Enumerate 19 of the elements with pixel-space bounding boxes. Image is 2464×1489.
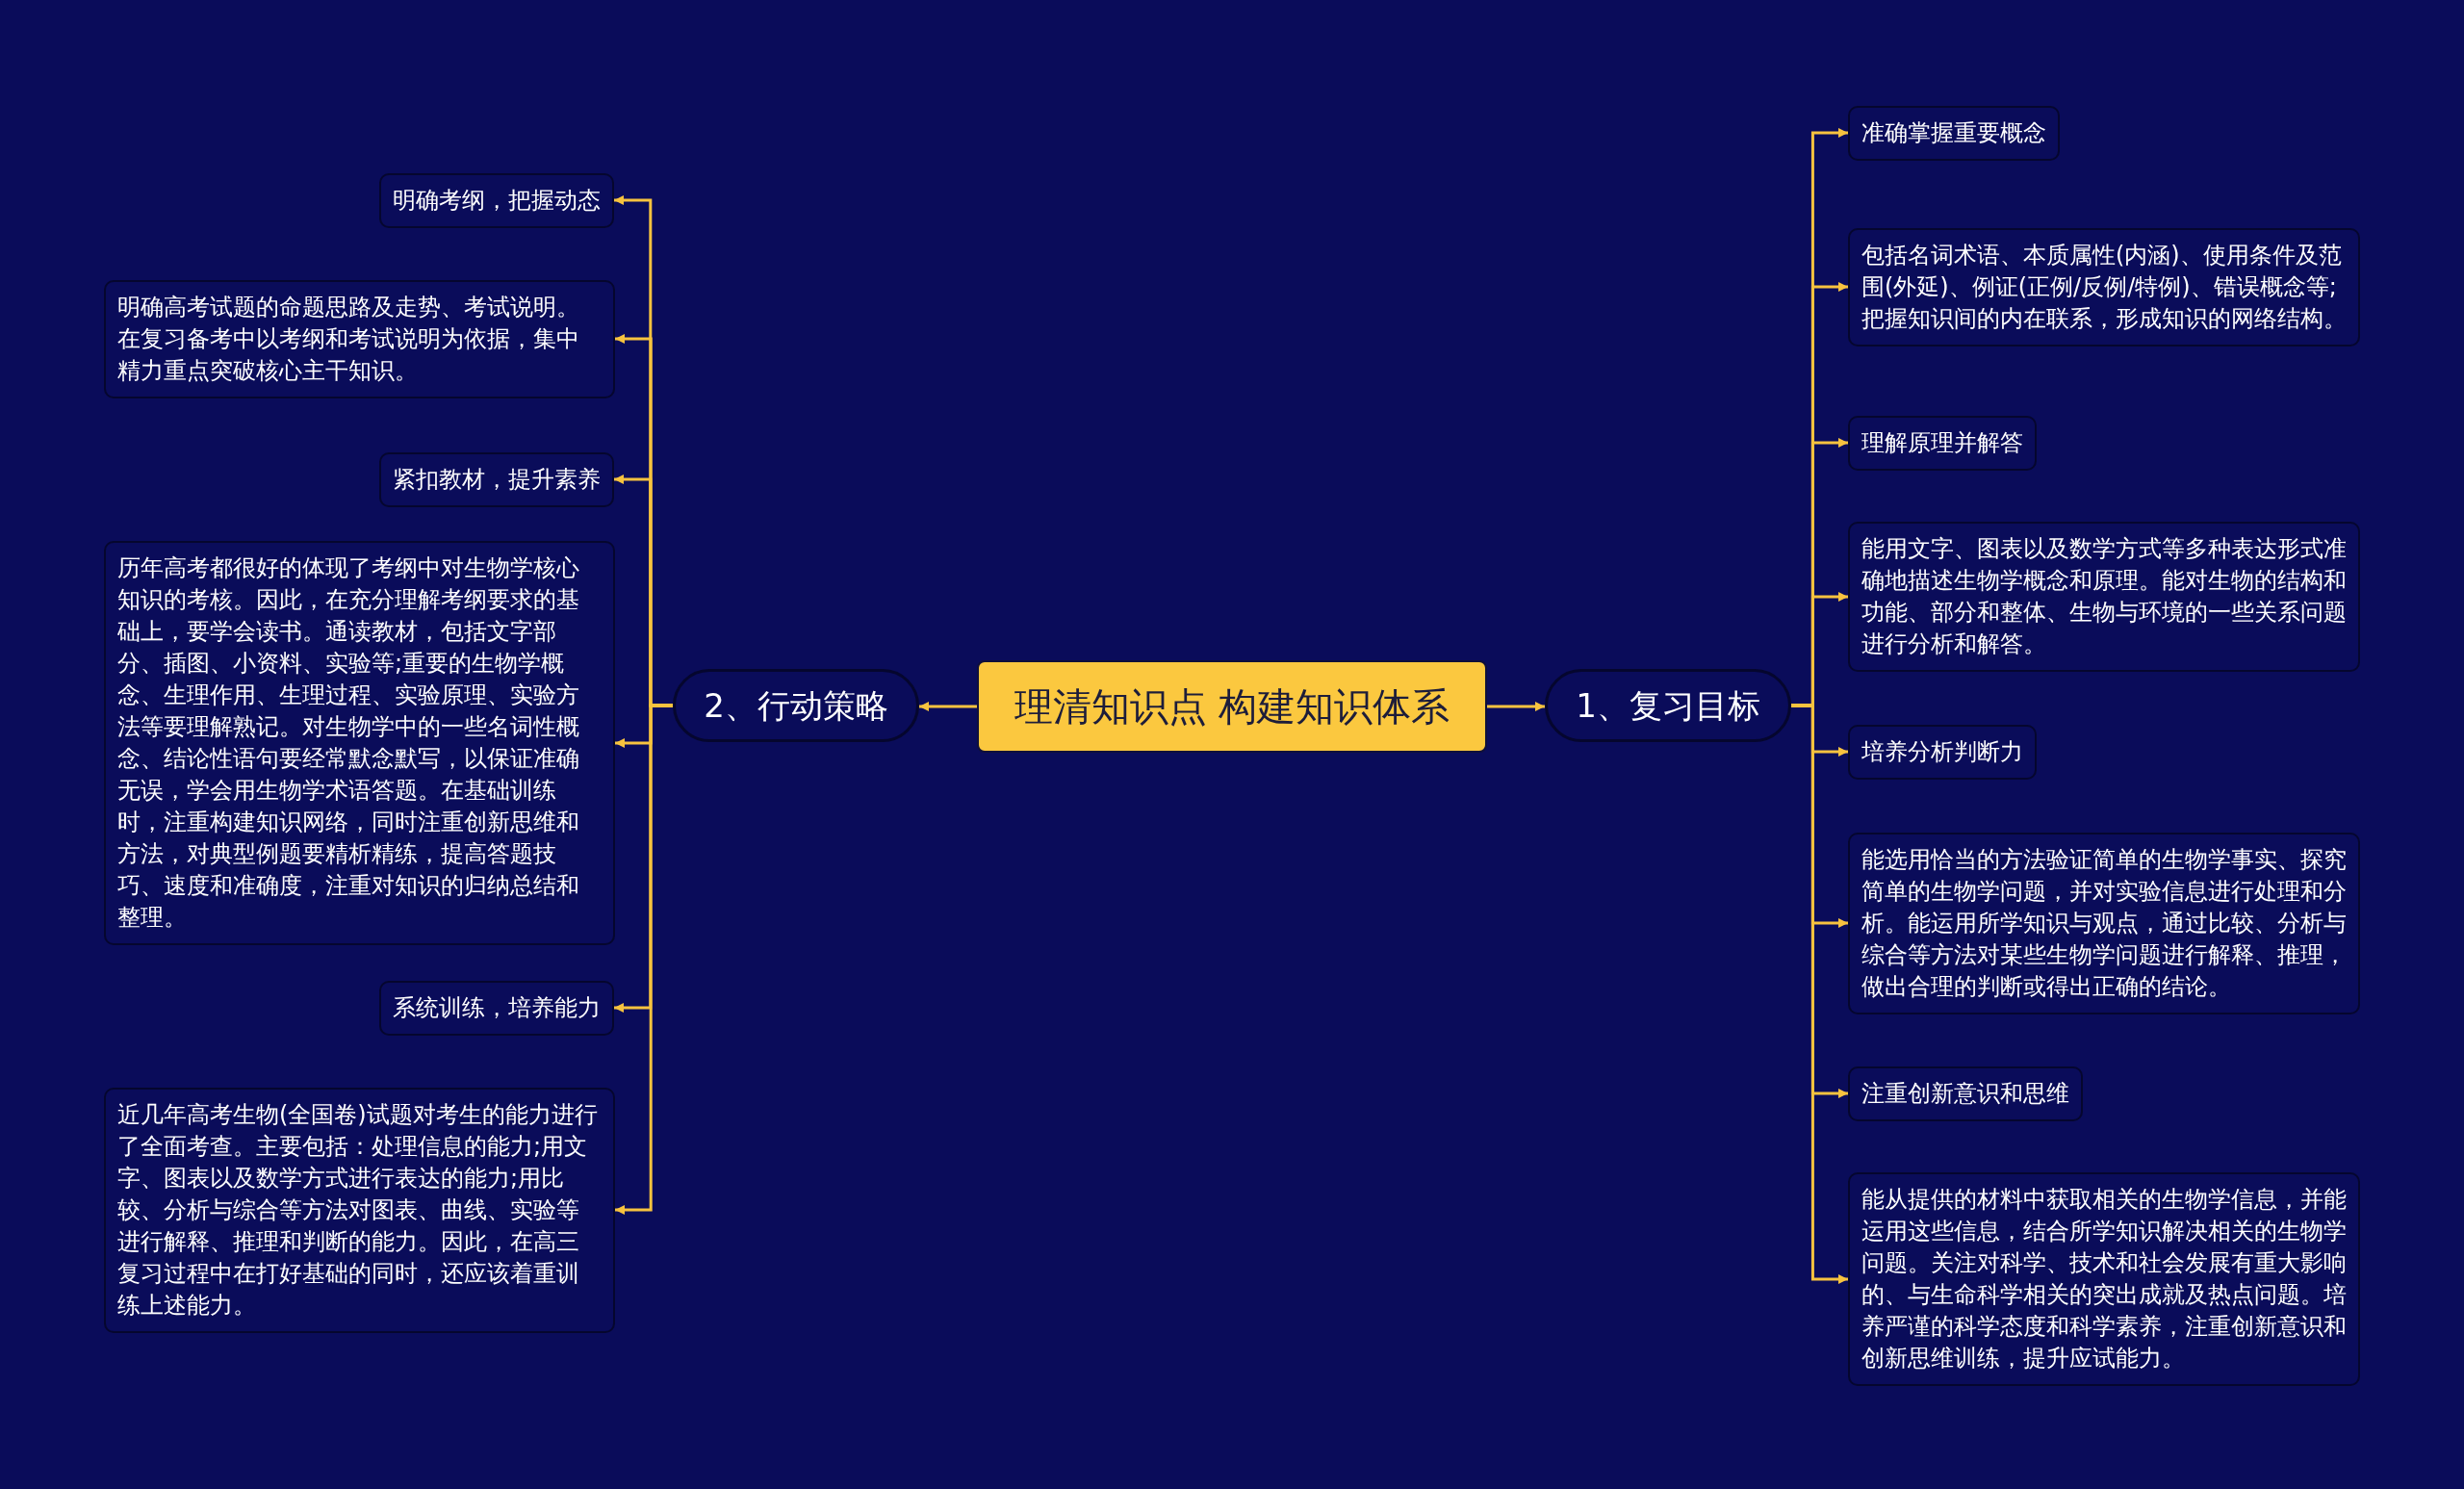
subtopic-box: 注重创新意识和思维 [1848,1065,2083,1121]
subtopic-box: 明确考纲，把握动态 [379,172,614,228]
connector-arrow [919,702,977,711]
branch-topic-pill: 2、行动策略 [673,669,919,742]
subtopic-box: 紧扣教材，提升素养 [379,451,614,507]
branch-topic-pill: 1、复习目标 [1545,669,1791,742]
subtopic-box: 能从提供的材料中获取相关的生物学信息，并能运用这些信息，结合所学知识解决相关的生物学问题。关注对科学、技术和社会发展有重大影响的、与生命科学相关的突出成就及热点问题。培养严谨的科学态度和科学素养，注重创新意识和创新思维训练，提升应试能力。 [1848,1172,2360,1386]
subtopic-box: 能选用恰当的方法验证简单的生物学事实、探究简单的生物学问题，并对实验信息进行处理和分析。能运用所学知识与观点，通过比较、分析与综合等方法对某些生物学问题进行解释、推理，做出合理的判断或得出正确的结论。 [1848,832,2360,1014]
central-topic-box: 理清知识点 构建知识体系 [977,660,1487,753]
subtopic-box: 理解原理并解答 [1848,415,2037,471]
subtopic-box: 包括名词术语、本质属性(内涵)、使用条件及范围(外延)、例证(正例/反例/特例)、错误概念等;把握知识间的内在联系，形成知识的网络结构。 [1848,227,2360,347]
subtopic-box: 培养分析判断力 [1848,724,2037,780]
subtopic-box: 历年高考都很好的体现了考纲中对生物学核心知识的考核。因此，在充分理解考纲要求的基础上，要学会读书。通读教材，包括文字部分、插图、小资料、实验等;重要的生物学概念、生理作用、生理过程、实验原理、实验方法等要理解熟记。对生物学中的一些名词性概念、结论性语句要经常默念默写，以保证准确无误，学会用生物学术语答题。在基础训练时，注重构建知识网络，同时注重创新思维和方法，对典型例题要精析精练，提高答题技巧、速度和准确度，注重对知识的归纳总结和整理。 [104,541,615,945]
subtopic-box: 明确高考试题的命题思路及走势、考试说明。在复习备考中以考纲和考试说明为依据，集中精力重点突破核心主干知识。 [104,279,615,398]
subtopic-box: 近几年高考生物(全国卷)试题对考生的能力进行了全面考查。主要包括：处理信息的能力;用文字、图表以及数学方式进行表达的能力;用比较、分析与综合等方法对图表、曲线、实验等进行解释、推理和判断的能力。因此，在高三复习过程中在打好基础的同时，还应该着重训练上述能力。 [104,1087,615,1333]
subtopic-box: 准确掌握重要概念 [1848,105,2060,161]
subtopic-box: 能用文字、图表以及数学方式等多种表达形式准确地描述生物学概念和原理。能对生物的结构和功能、部分和整体、生物与环境的一些关系问题进行分析和解答。 [1848,522,2360,672]
connector-arrow [1487,702,1545,711]
subtopic-box: 系统训练，培养能力 [379,980,614,1036]
